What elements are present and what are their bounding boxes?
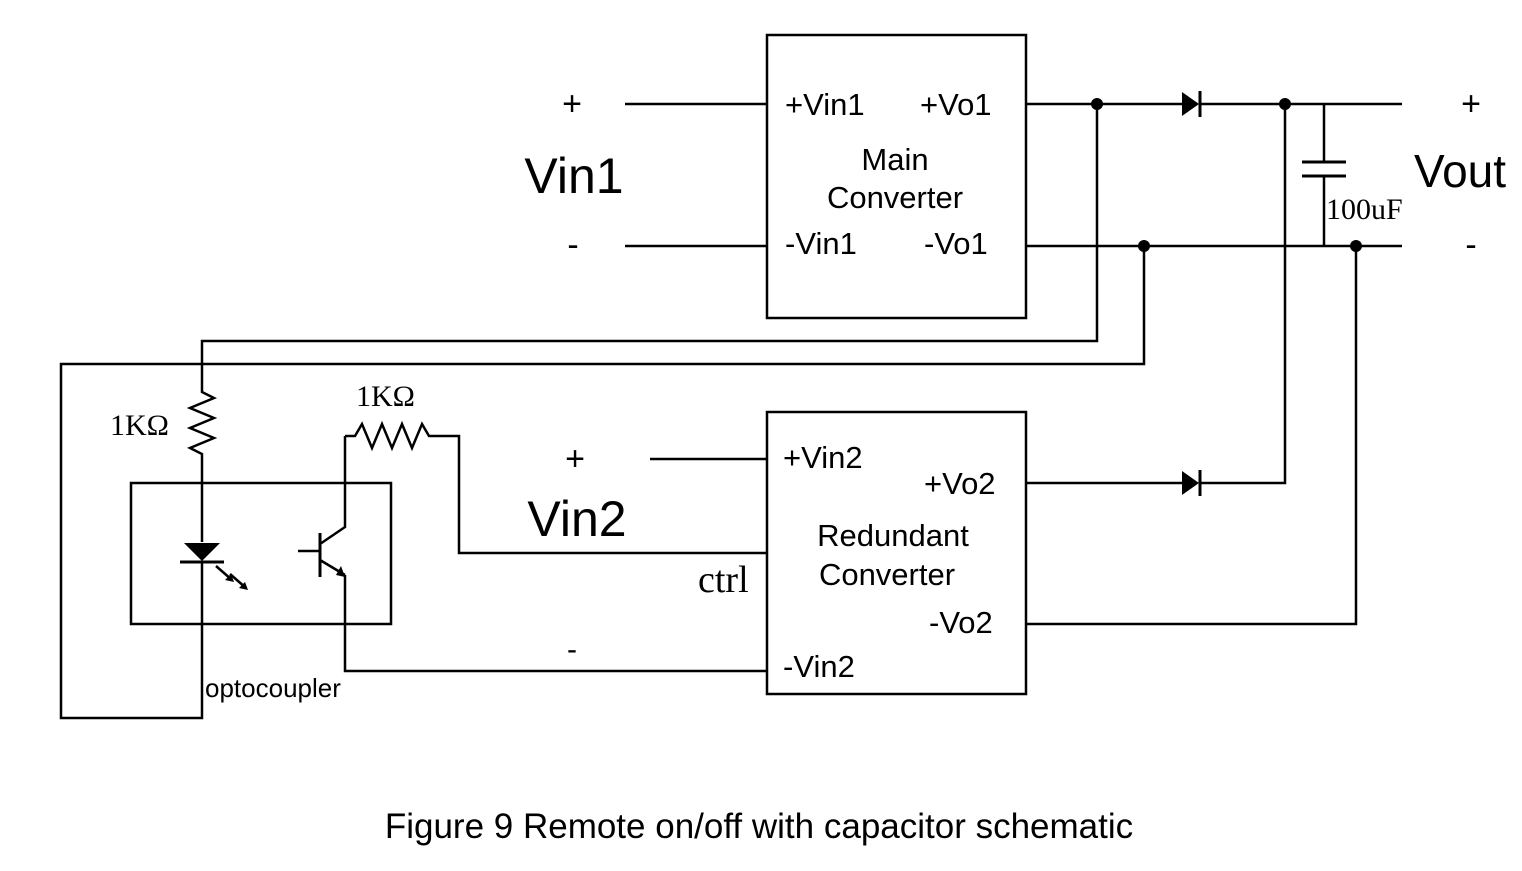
main-vin-neg-pin: -Vin1 <box>785 226 857 261</box>
resistor-ctrl-icon <box>345 420 767 555</box>
figure-caption: Figure 9 Remote on/off with capacitor sc… <box>385 807 1133 846</box>
vin2-plus-sign: + <box>565 440 585 478</box>
vin1-label: Vin1 <box>524 148 623 204</box>
capacitor-value-label: 100uF <box>1326 193 1403 226</box>
main-vo-neg-pin: -Vo1 <box>924 226 988 261</box>
junction-vout-pos <box>1279 98 1291 110</box>
vo2-neg-wire <box>1026 246 1358 626</box>
redundant-vin-neg-pin: -Vin2 <box>783 649 855 684</box>
optocoupler-box <box>129 481 393 626</box>
redundant-converter-title-2: Converter <box>819 557 955 592</box>
led-icon <box>184 543 220 561</box>
led-arrowhead-2 <box>239 582 248 590</box>
vout-plus-sign: + <box>1461 85 1481 123</box>
diode-redundant-icon <box>1182 471 1199 495</box>
redundant-converter-title-1: Redundant <box>817 518 969 553</box>
vout-label: Vout <box>1414 145 1506 197</box>
sense-neg-wire <box>59 246 1146 720</box>
main-vo-pos-pin: +Vo1 <box>920 87 992 122</box>
main-converter-title-2: Converter <box>827 180 963 215</box>
redundant-vin-pos-pin: +Vin2 <box>783 440 863 475</box>
resistor-ctrl-value: 1KΩ <box>356 380 415 413</box>
ctrl-pin-label: ctrl <box>698 559 749 601</box>
redundant-vo-neg-pin: -Vo2 <box>929 605 993 640</box>
junction-vout-neg <box>1350 240 1362 252</box>
resistor-led-icon <box>186 385 218 542</box>
vin2-label: Vin2 <box>527 491 626 547</box>
vin2-neg-wire <box>343 575 767 673</box>
main-converter-title-1: Main <box>861 142 928 177</box>
transistor-collector <box>319 436 347 546</box>
vo2-to-vout-wire <box>1200 104 1287 485</box>
optocoupler-label: optocoupler <box>205 673 341 703</box>
transistor-emitter-arrow <box>336 566 345 577</box>
vout-minus-sign: - <box>1465 226 1476 264</box>
main-converter-box <box>765 33 1028 320</box>
vin2-minus-sign: - <box>567 633 577 666</box>
resistor-led-value: 1KΩ <box>110 409 169 442</box>
main-vin-pos-pin: +Vin1 <box>785 87 865 122</box>
vin1-plus-sign: + <box>562 85 582 123</box>
vin1-minus-sign: - <box>567 226 578 264</box>
diode-main-icon <box>1182 92 1199 116</box>
redundant-vo-pos-pin: +Vo2 <box>924 466 996 501</box>
